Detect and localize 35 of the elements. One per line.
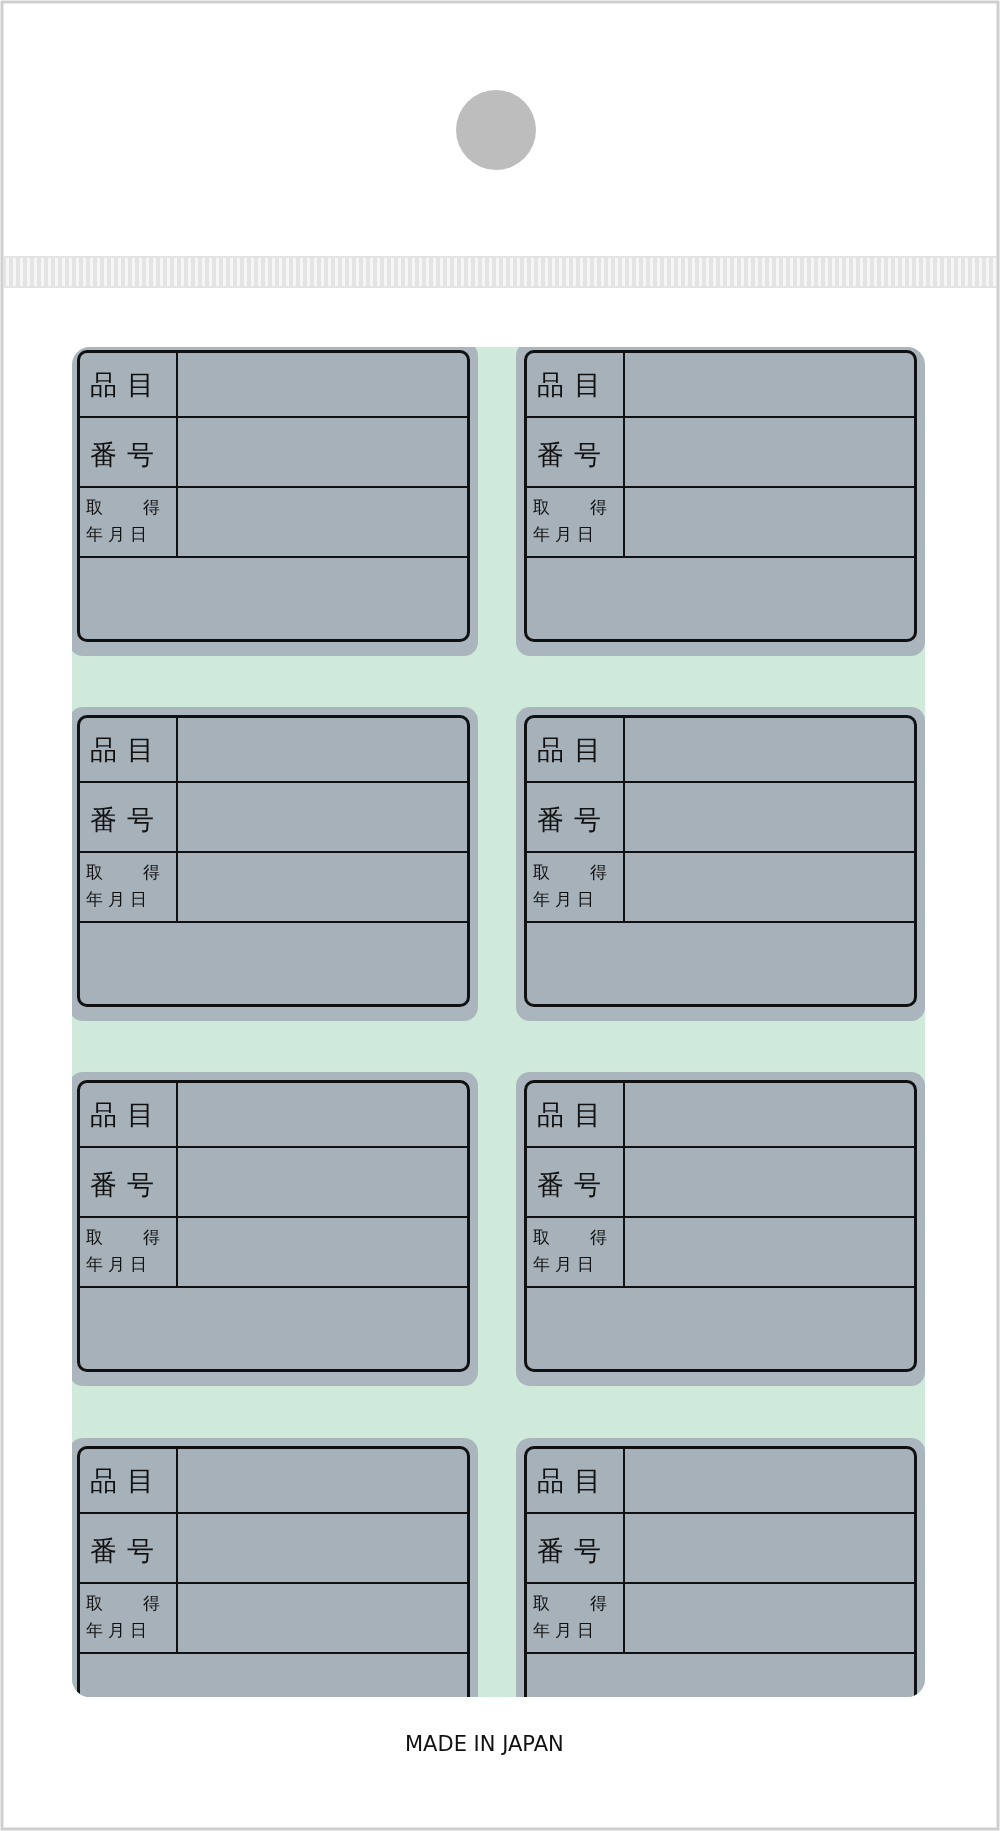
field-label: 年月日 <box>533 888 599 911</box>
field-label: 番号 <box>90 1168 164 1202</box>
field-label: 取得 <box>86 1226 200 1249</box>
field-label: 年月日 <box>86 1619 152 1642</box>
field-label: 年月日 <box>86 1253 152 1276</box>
field-label: 年月日 <box>86 523 152 546</box>
field-label: 番号 <box>90 1534 164 1568</box>
field-label: 品目 <box>537 1464 611 1498</box>
field-label: 番号 <box>537 1534 611 1568</box>
field-label: 年月日 <box>533 523 599 546</box>
field-label: 取得 <box>533 1226 647 1249</box>
field-label: 年月日 <box>86 888 152 911</box>
label-sticker <box>524 1446 917 1697</box>
field-label: 品目 <box>90 1098 164 1132</box>
label-sticker <box>77 1446 470 1697</box>
field-label: 取得 <box>533 496 647 519</box>
field-label: 品目 <box>537 733 611 767</box>
field-label: 品目 <box>537 368 611 402</box>
origin-note: MADE IN JAPAN <box>405 1732 564 1756</box>
field-label: 番号 <box>537 1168 611 1202</box>
field-label: 取得 <box>533 861 647 884</box>
field-label: 品目 <box>90 733 164 767</box>
field-label: 取得 <box>86 861 200 884</box>
field-label: 番号 <box>90 803 164 837</box>
field-label: 番号 <box>537 803 611 837</box>
field-label: 年月日 <box>533 1253 599 1276</box>
field-label: 取得 <box>86 496 200 519</box>
field-label: 品目 <box>90 1464 164 1498</box>
field-label: 品目 <box>537 1098 611 1132</box>
field-label: 年月日 <box>533 1619 599 1642</box>
field-label: 取得 <box>533 1592 647 1615</box>
field-label: 番号 <box>537 438 611 472</box>
field-label: 取得 <box>86 1592 200 1615</box>
field-label: 品目 <box>90 368 164 402</box>
field-label: 番号 <box>90 438 164 472</box>
